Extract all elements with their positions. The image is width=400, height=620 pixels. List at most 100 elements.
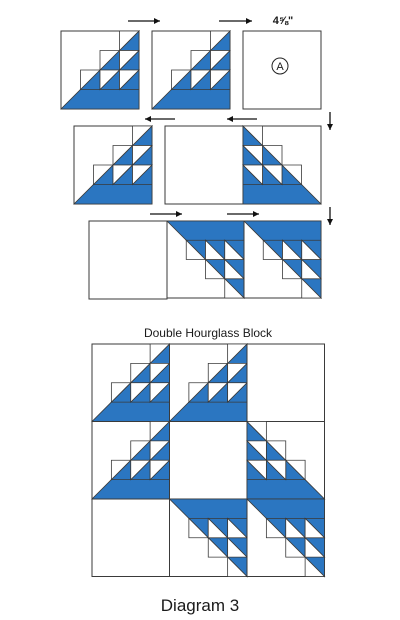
small-white-triangle [285,517,307,539]
triangle-unit [166,220,245,299]
triangle-unit [242,125,322,205]
unit-layer [60,30,326,578]
small-white-triangle [242,164,263,186]
small-white-triangle [188,517,210,539]
arrow-layer [128,18,333,225]
triangle-unit [73,125,153,205]
small-white-triangle [99,69,121,91]
small-white-triangle [301,239,322,260]
small-white-triangle [281,164,302,186]
small-white-triangle [171,69,192,91]
small-white-triangle [119,69,140,91]
triangle-unit [246,498,326,578]
small-white-triangle [246,421,267,442]
small-white-triangle [130,382,152,404]
small-white-triangle [265,440,287,462]
arrow-head [253,211,259,217]
small-white-triangle [112,164,134,186]
triangle-unit [60,30,140,110]
measurement-label: 4⅝" [273,15,294,27]
small-white-triangle [207,382,229,404]
arrow-head [327,124,333,130]
small-white-triangle [227,362,248,384]
arrow-right [219,18,252,24]
small-white-triangle [285,536,307,558]
small-white-triangle [188,382,210,404]
small-white-triangle [185,239,207,260]
piece-label: A [276,61,284,73]
triangle-unit [246,420,326,500]
small-white-triangle [261,164,283,186]
small-white-triangle [224,277,245,299]
plain-square [164,125,244,205]
triangle-unit [168,343,248,422]
small-white-triangle [227,517,248,539]
arrow-right [150,211,182,217]
small-white-triangle [149,362,171,384]
small-white-triangle [149,421,171,442]
small-white-triangle [80,69,101,91]
small-white-triangle [99,50,121,71]
plain-square [88,220,168,300]
small-white-triangle [284,459,306,481]
small-white-triangle [304,536,326,558]
small-white-triangle [93,164,114,186]
triangle-unit [91,343,171,422]
arrow-head [227,116,233,122]
small-white-triangle [265,517,287,539]
small-white-triangle [149,382,171,404]
small-white-triangle [130,459,152,481]
small-white-triangle [119,30,140,52]
arrow-head [246,18,252,24]
small-white-triangle [261,145,283,166]
small-white-triangle [301,277,322,299]
small-white-triangle [301,258,322,280]
double-hourglass-block [91,343,326,578]
small-white-triangle [242,125,263,147]
small-white-triangle [265,459,287,481]
arrow-right [227,211,259,217]
small-white-triangle [224,239,245,260]
small-white-triangle [110,382,132,404]
small-white-triangle [282,239,303,260]
small-white-triangle [246,440,267,462]
small-white-triangle [149,440,171,462]
triangle-unit [151,30,231,110]
small-white-triangle [119,50,140,71]
arrow-head [154,18,160,24]
small-white-triangle [207,536,229,558]
small-white-triangle [227,536,248,558]
arrow-left [145,116,175,122]
arrow-head [327,219,333,225]
diagram-caption: Diagram 3 [161,596,239,615]
plain-square [169,421,248,500]
arrow-head [176,211,182,217]
small-white-triangle [227,382,248,404]
small-white-triangle [227,556,248,577]
small-white-triangle [130,362,152,384]
triangle-unit [91,420,171,500]
small-white-triangle [246,459,267,481]
triangle-unit [168,498,248,578]
small-white-triangle [205,239,226,260]
small-white-triangle [190,50,212,71]
small-white-triangle [304,517,326,539]
small-white-triangle [149,459,171,481]
small-white-triangle [205,258,226,280]
small-white-triangle [224,258,245,280]
small-white-triangle [190,69,212,91]
arrow-right [128,18,160,24]
plain-square [91,498,170,577]
arrow-head [145,116,151,122]
small-white-triangle [110,459,132,481]
small-white-triangle [130,440,152,462]
small-white-triangle [210,30,231,52]
block-title: Double Hourglass Block [144,326,273,340]
plain-square [246,343,325,422]
small-white-triangle [132,125,153,147]
small-white-triangle [207,517,229,539]
small-white-triangle [227,343,248,365]
small-white-triangle [210,50,231,71]
small-white-triangle [304,556,326,577]
